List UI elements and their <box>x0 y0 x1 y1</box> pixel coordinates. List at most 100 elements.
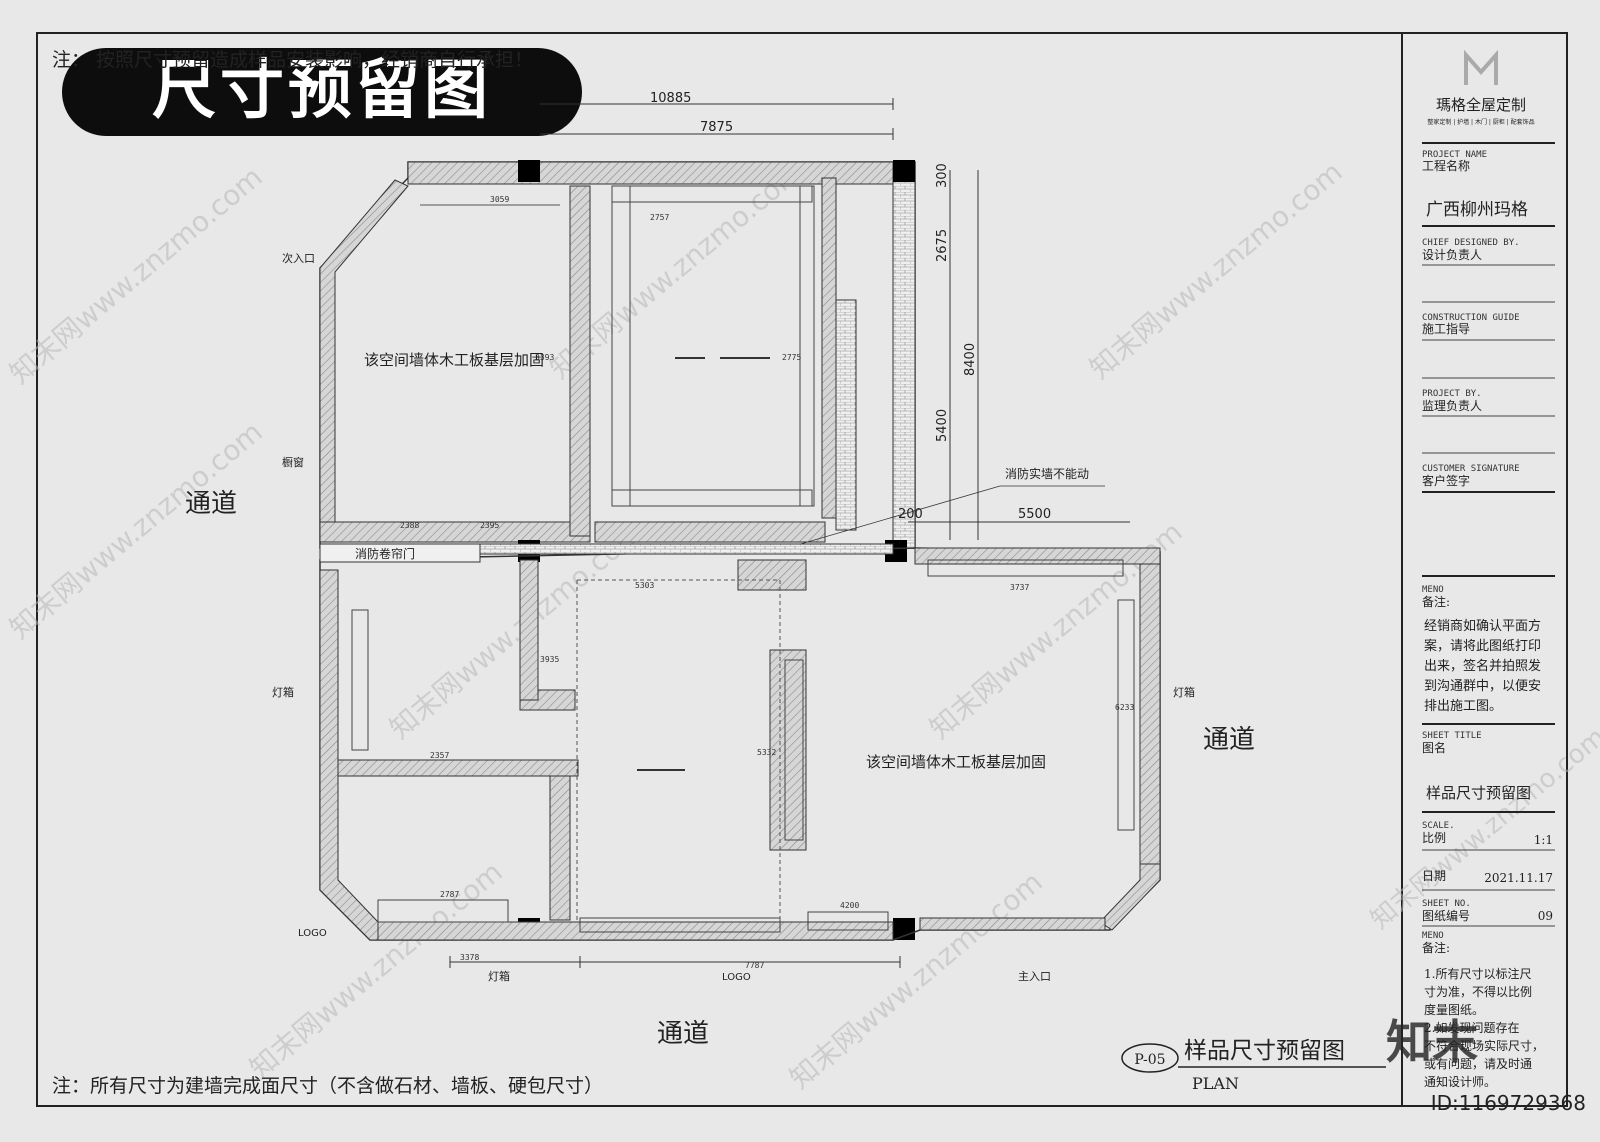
construction-guide-en: CONSTRUCTION GUIDE <box>1422 313 1520 323</box>
small-dim: 5332 <box>757 748 776 757</box>
small-dim: 6233 <box>1115 703 1134 712</box>
brick-wall-inner <box>835 299 857 531</box>
project-name-en: PROJECT NAME <box>1422 150 1487 160</box>
watermark-brand: 知末 <box>1386 1015 1478 1069</box>
small-dim: 3935 <box>540 655 559 664</box>
drawing-subtitle: PLAN <box>1192 1074 1239 1093</box>
scale-en: SCALE. <box>1422 821 1455 831</box>
memo-line: 排出施工图。 <box>1424 699 1502 714</box>
supervisor-cn: 监理负责人 <box>1422 399 1482 413</box>
dim-top-total: 10885 <box>650 91 691 106</box>
banner-title: 尺寸预留图 <box>152 54 492 128</box>
sheet-no-value: 09 <box>1538 909 1553 923</box>
upper-top-wall <box>407 161 916 185</box>
bottom-note: 注：所有尺寸为建墙完成面尺寸（不含做石材、墙板、硬包尺寸） <box>52 1075 603 1097</box>
memo2-line: 通知设计师。 <box>1424 1075 1496 1089</box>
upper-bottom-wall <box>319 521 591 543</box>
brick-wall-right <box>892 161 916 549</box>
supervisor-en: PROJECT BY. <box>1422 389 1482 399</box>
display-island <box>769 649 807 851</box>
floor-plan: 10885 7875 3059 2757 2388 2395 3393 2775 <box>185 91 1255 1049</box>
small-dim: 7787 <box>745 961 764 970</box>
sheet-border <box>36 32 1568 1107</box>
brand-logo: 瑪格全屋定制 整家定制 | 护墙 | 木门 | 厨柜 | 配套饰品 <box>1427 49 1535 126</box>
project-name-value: 广西柳州玛格 <box>1426 200 1528 220</box>
lower-right-wall <box>1139 563 1161 865</box>
memo-line: 出来，签名并拍照发 <box>1424 658 1541 674</box>
corridor-bottom-label: 通道 <box>657 1019 709 1049</box>
date-value: 2021.11.17 <box>1484 871 1553 885</box>
corridor-left-label: 通道 <box>185 489 237 519</box>
column <box>893 160 915 182</box>
fire-door-label: 消防卷帘门 <box>355 546 415 561</box>
dim-300: 300 <box>935 163 950 188</box>
construction-guide-cn: 施工指导 <box>1422 321 1470 336</box>
memo2-en: MENO <box>1422 931 1444 941</box>
small-dim: 2388 <box>400 521 419 530</box>
memo2-line: 1.所有尺寸以标注尺 <box>1424 966 1531 981</box>
dim-200: 200 <box>898 507 923 522</box>
title-banner <box>62 48 582 136</box>
small-dim: 3393 <box>535 353 554 362</box>
sheet-title-value: 样品尺寸预留图 <box>1426 784 1531 802</box>
small-dim: 4200 <box>840 901 859 910</box>
memo2-line: 不符合现场实际尺寸， <box>1424 1038 1544 1053</box>
logo-bottom-label: LOGO <box>722 972 751 983</box>
small-dim: 3059 <box>490 195 509 204</box>
upper-inner-wall <box>821 177 837 519</box>
scale-value: 1:1 <box>1534 833 1553 847</box>
chief-designer-en: CHIEF DESIGNED BY. <box>1422 238 1520 248</box>
title-block: 瑪格全屋定制 整家定制 | 护墙 | 木门 | 厨柜 | 配套饰品 PROJEC… <box>1422 49 1555 1089</box>
memo-cn: 备注: <box>1422 594 1450 609</box>
corridor-right-label: 通道 <box>1203 725 1255 755</box>
memo2-line: 度量图纸。 <box>1424 1002 1484 1017</box>
lower-room-note: 该空间墙体木工板基层加固 <box>866 753 1046 771</box>
dim-top-inner: 7875 <box>700 120 733 135</box>
brand-name: 瑪格全屋定制 <box>1436 96 1526 114</box>
logo-left-label: LOGO <box>298 928 327 939</box>
memo-line: 经销商如确认平面方 <box>1424 618 1541 634</box>
memo2-line: 2.如发现问题存在 <box>1424 1020 1519 1035</box>
top-note: 注： 按照尺寸预留造成样品安装影响，经销商自行承担！ <box>52 49 533 71</box>
main-entrance-label: 主入口 <box>1018 970 1051 983</box>
window-label: 橱窗 <box>282 455 304 469</box>
second-entrance-label: 次入口 <box>282 251 315 265</box>
drawing-code: P-05 <box>1134 1052 1165 1068</box>
lightbox-left-label: 灯箱 <box>272 685 294 699</box>
chief-designer-cn: 设计负责人 <box>1422 248 1482 262</box>
sheet-no-en: SHEET NO. <box>1422 899 1471 909</box>
small-dim: 2757 <box>650 213 669 222</box>
dim-8400: 8400 <box>963 343 978 376</box>
column <box>518 160 540 182</box>
small-dim: 2775 <box>782 353 801 362</box>
dim-2675: 2675 <box>935 229 950 262</box>
sheet-no-cn: 图纸编号 <box>1422 908 1470 923</box>
small-dim: 2787 <box>440 890 459 899</box>
small-dim: 2357 <box>430 751 449 760</box>
upper-room-note: 该空间墙体木工板基层加固 <box>364 351 544 369</box>
customer-signature-cn: 客户签字 <box>1422 473 1470 488</box>
brand-subtitle: 整家定制 | 护墙 | 木门 | 厨柜 | 配套饰品 <box>1427 118 1534 126</box>
date-cn: 日期 <box>1422 869 1446 883</box>
dim-5500: 5500 <box>1018 507 1051 522</box>
upper-partition-wall <box>569 185 591 537</box>
watermark-id: ID:1169729368 <box>1431 1091 1586 1115</box>
scale-cn: 比例 <box>1422 831 1446 845</box>
fire-wall-label: 消防实墙不能动 <box>1005 466 1089 481</box>
memo2-line: 或有问题，请及时通 <box>1424 1057 1532 1071</box>
memo2-line: 寸为准，不得以比例 <box>1424 984 1532 999</box>
drawing-title: P-05 样品尺寸预留图 PLAN <box>1121 1038 1386 1093</box>
small-dim: 3737 <box>1010 583 1029 592</box>
drawing-code-bubble <box>1121 1043 1179 1073</box>
dim-5400: 5400 <box>935 409 950 442</box>
customer-signature-en: CUSTOMER SIGNATURE <box>1422 464 1520 474</box>
drawing-title-text: 样品尺寸预留图 <box>1184 1038 1345 1064</box>
upper-bottom-wall-right <box>594 521 826 543</box>
small-dim: 5303 <box>635 581 654 590</box>
sheet-title-en: SHEET TITLE <box>1422 731 1482 741</box>
memo-en: MENO <box>1422 585 1444 595</box>
small-dim: 3378 <box>460 953 479 962</box>
sheet-title-cn: 图名 <box>1422 740 1446 755</box>
memo-line: 案，请将此图纸打印 <box>1424 639 1541 654</box>
